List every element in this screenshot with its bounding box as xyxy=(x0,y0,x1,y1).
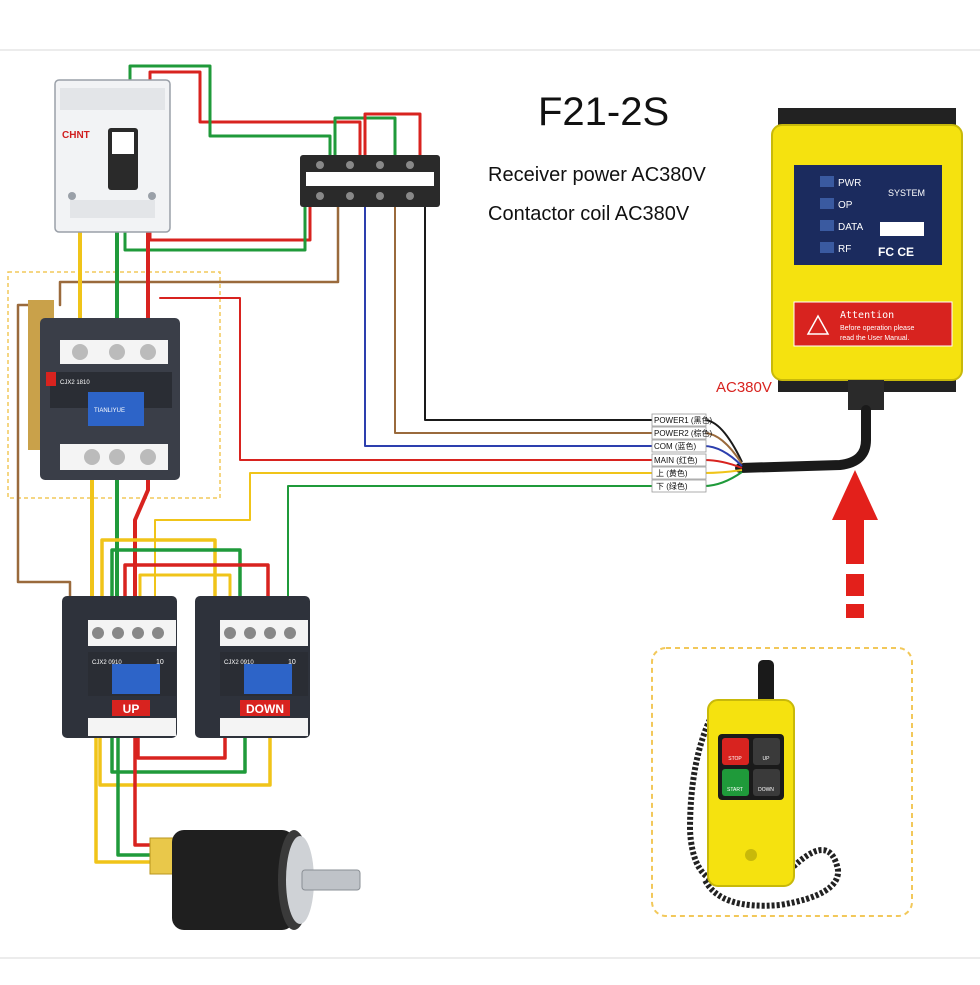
up-contactor: CJX2 0910 10 UP xyxy=(62,596,177,738)
main-contactor-tag: TIANLIYUE xyxy=(94,408,125,414)
wire-blue-com xyxy=(364,204,681,447)
indicator-pwr: PWR xyxy=(838,178,861,189)
remote-antenna xyxy=(758,660,774,704)
up-button[interactable] xyxy=(753,738,780,765)
indicator-data: DATA xyxy=(838,222,864,233)
indicator-rf: RF xyxy=(838,244,851,255)
down-contactor-rating: 10 xyxy=(288,659,296,666)
down-label: DOWN xyxy=(246,702,284,716)
down-contactor: CJX2 0910 10 DOWN xyxy=(195,596,310,738)
wire-label-down: 下 (绿色) xyxy=(656,481,688,491)
wire-red-terminal-jumper xyxy=(363,112,422,162)
cert-marks: FC CE xyxy=(878,245,914,259)
wire-green-motor xyxy=(116,733,157,857)
wire-label-up: 上 (黄色) xyxy=(656,468,688,478)
up-label-bg xyxy=(112,700,150,716)
wire-red-breaker-terminal xyxy=(148,70,362,162)
remote-screw-icon xyxy=(745,849,757,861)
motor xyxy=(149,830,361,930)
main-contactor: TIANLIYUE CJX2 1810 xyxy=(28,300,180,480)
wire-label-power1: POWER1 (黑色) xyxy=(654,415,713,425)
down-button[interactable] xyxy=(753,769,780,796)
up-button-label: UP xyxy=(763,756,771,762)
receiver: SYSTEM PWR OP DATA RF FC CE Attention Be… xyxy=(771,108,963,410)
attention-line1: Before operation please xyxy=(840,325,914,332)
wire-labels: POWER1 (黑色) POWER2 (棕色) COM (蓝色) MAIN (红… xyxy=(651,413,713,493)
receiver-system-label: SYSTEM xyxy=(888,188,925,198)
remote-dashed-box xyxy=(651,647,913,917)
signal-arrow-icon xyxy=(832,470,878,618)
motor-shaft xyxy=(301,869,361,891)
attention-panel xyxy=(793,301,953,347)
wire-red-motor xyxy=(133,733,157,847)
wire-brown-power2 xyxy=(394,204,681,434)
wire-red-main-receiver xyxy=(159,297,681,461)
main-contactor-dashed-box xyxy=(7,271,221,499)
wire-black-power1 xyxy=(424,204,681,421)
down-label-bg xyxy=(240,700,290,716)
wire-green-breaker-bottom xyxy=(123,198,307,252)
start-button[interactable] xyxy=(722,769,749,796)
start-button-label: START xyxy=(727,787,743,793)
receiver-panel xyxy=(794,165,942,265)
stop-button[interactable] xyxy=(722,738,749,765)
receiver-cable xyxy=(735,405,871,473)
stop-button-label: STOP xyxy=(728,756,742,762)
remote-lanyard xyxy=(686,713,715,883)
remote-control: STOP UP START DOWN xyxy=(686,660,841,909)
wire-label-com: COM (蓝色) xyxy=(654,441,697,451)
wire-brown-terminal-contactor xyxy=(58,203,340,307)
wire-yellow-motor xyxy=(94,733,157,864)
wire-green-breaker-terminal xyxy=(128,64,332,162)
down-button-label: DOWN xyxy=(758,787,774,793)
spec-receiver-power: Receiver power AC380V xyxy=(488,164,707,186)
main-contactor-window xyxy=(88,392,144,426)
attention-line2: read the User Manual. xyxy=(840,335,909,342)
down-contactor-model: CJX2 0910 xyxy=(224,660,254,666)
up-contactor-rating: 10 xyxy=(156,659,164,666)
attention-title: Attention xyxy=(840,310,894,321)
receiver-indicators: PWR OP DATA RF xyxy=(820,176,864,255)
circuit-breaker: CHNT xyxy=(54,79,171,233)
main-contactor-model: CJX2 1810 xyxy=(60,380,90,386)
page-title: F21-2S xyxy=(538,90,669,134)
wire-red-breaker-bottom xyxy=(148,198,312,242)
wire-yellow-up xyxy=(154,472,681,599)
indicator-op: OP xyxy=(838,200,853,211)
terminal-block xyxy=(300,155,440,207)
breaker-brand: CHNT xyxy=(62,130,90,141)
wire-label-main: MAIN (红色) xyxy=(654,455,698,465)
wire-green-down xyxy=(287,485,681,599)
spec-contactor-coil: Contactor coil AC380V xyxy=(488,203,690,225)
wire-brown-contactor-up xyxy=(16,303,72,602)
up-label: UP xyxy=(123,702,140,716)
remote-buttons: STOP UP START DOWN xyxy=(722,738,780,796)
up-contactor-model: CJX2 0910 xyxy=(92,660,122,666)
wire-label-power2: POWER2 (棕色) xyxy=(654,428,713,438)
warning-icon xyxy=(806,314,830,335)
receiver-voltage: AC380V xyxy=(716,379,772,396)
